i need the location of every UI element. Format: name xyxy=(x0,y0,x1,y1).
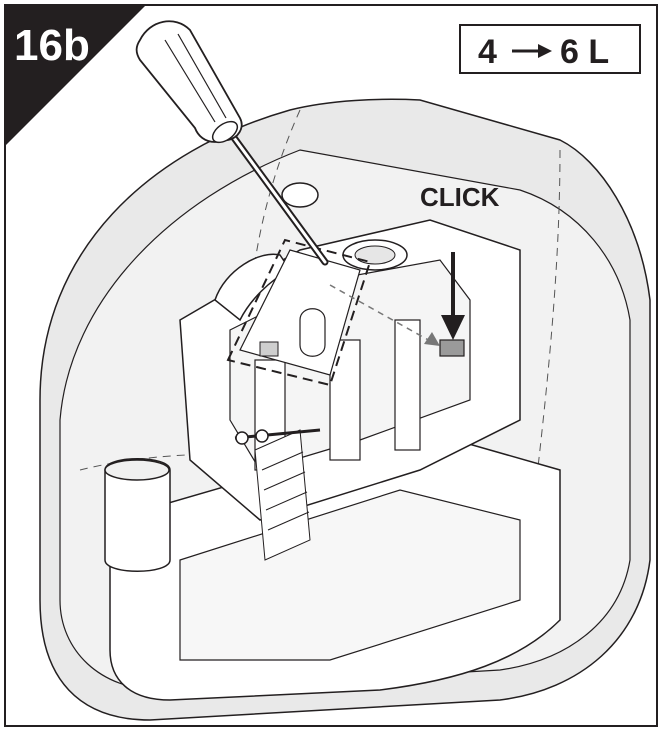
removable-part xyxy=(226,238,372,387)
frame-border xyxy=(4,4,658,727)
screwdriver-icon xyxy=(135,20,329,266)
guide-arrow xyxy=(329,284,440,346)
capacity-to: 6 L xyxy=(560,33,609,71)
right-arrow-icon xyxy=(512,44,552,58)
step-number: 16b xyxy=(14,21,90,70)
click-label: CLICK xyxy=(420,182,500,212)
down-arrow-icon xyxy=(441,252,465,340)
capacity-from: 4 xyxy=(478,33,497,71)
capacity-box: 4 6 L xyxy=(459,24,641,74)
latch xyxy=(439,339,465,357)
step-badge: 16b xyxy=(5,5,146,146)
